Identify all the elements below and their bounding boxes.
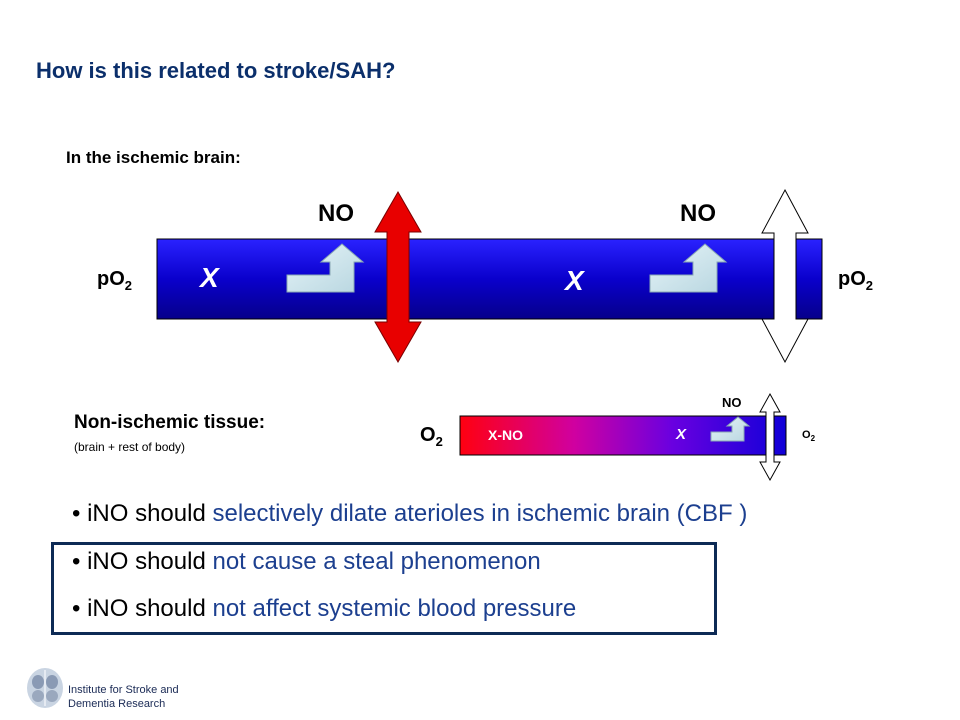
o2-left-label: O2 — [420, 424, 443, 449]
institute-logo-icon — [27, 668, 63, 708]
bullet-3-prefix: iNO should — [87, 595, 213, 622]
ischemic-vessel-bar — [156, 238, 823, 320]
po2-right-label: pO2 — [838, 268, 873, 293]
no-label-right: NO — [680, 200, 716, 227]
po2-left-text: pO — [97, 268, 125, 290]
highlight-box — [51, 542, 717, 635]
bullet-2-highlight: not cause a steal phenomenon — [212, 548, 541, 575]
bullet-dot: • — [72, 548, 88, 575]
white-double-arrow — [761, 188, 809, 364]
bullet-1-highlight: selectively dilate aterioles in ischemic… — [212, 500, 748, 527]
bullet-3-highlight: not affect systemic blood pressure — [212, 595, 577, 622]
xno-label: X-NO — [488, 427, 523, 443]
bullet-2: • iNO should not cause a steal phenomeno… — [72, 548, 541, 576]
bullet-2-prefix: iNO should — [87, 548, 213, 575]
ischemic-brain-label: In the ischemic brain: — [66, 148, 241, 167]
o2-right-sub: 2 — [810, 434, 816, 444]
o2-left-sub: 2 — [435, 434, 443, 449]
po2-right-sub: 2 — [865, 278, 874, 293]
institute-logo-text: Institute for Stroke and Dementia Resear… — [68, 683, 179, 711]
bullet-1: • iNO should selectively dilate ateriole… — [72, 500, 747, 528]
po2-left-sub: 2 — [124, 278, 133, 293]
bullet-dot: • — [72, 595, 88, 622]
nonischemic-sublabel: (brain + rest of body) — [74, 440, 186, 454]
step-arrow-left — [286, 243, 365, 293]
o2-right-text: O — [802, 429, 811, 441]
no-label-small: NO — [722, 395, 742, 410]
no-label-left: NO — [318, 200, 354, 227]
o2-left-text: O — [420, 424, 436, 446]
x-label-left: X — [200, 262, 219, 293]
small-white-double-arrow — [759, 392, 781, 482]
bullet-dot: • — [72, 500, 88, 527]
nonischemic-label: Non-ischemic tissue: — [74, 412, 266, 433]
x-label-right: X — [565, 265, 584, 296]
x-label-small: X — [676, 426, 687, 443]
logo-line-2: Dementia Research — [68, 698, 166, 710]
bullet-3: • iNO should not affect systemic blood p… — [72, 595, 576, 623]
page-title: How is this related to stroke/SAH? — [36, 58, 396, 83]
po2-left-label: pO2 — [97, 268, 132, 293]
step-arrow-right — [649, 243, 728, 293]
red-double-arrow — [374, 190, 422, 364]
bullet-1-prefix: iNO should — [87, 500, 213, 527]
o2-right-label: O2 — [802, 429, 815, 443]
logo-line-1: Institute for Stroke and — [68, 684, 179, 696]
step-arrow-small — [710, 416, 751, 442]
po2-right-text: pO — [838, 268, 866, 290]
